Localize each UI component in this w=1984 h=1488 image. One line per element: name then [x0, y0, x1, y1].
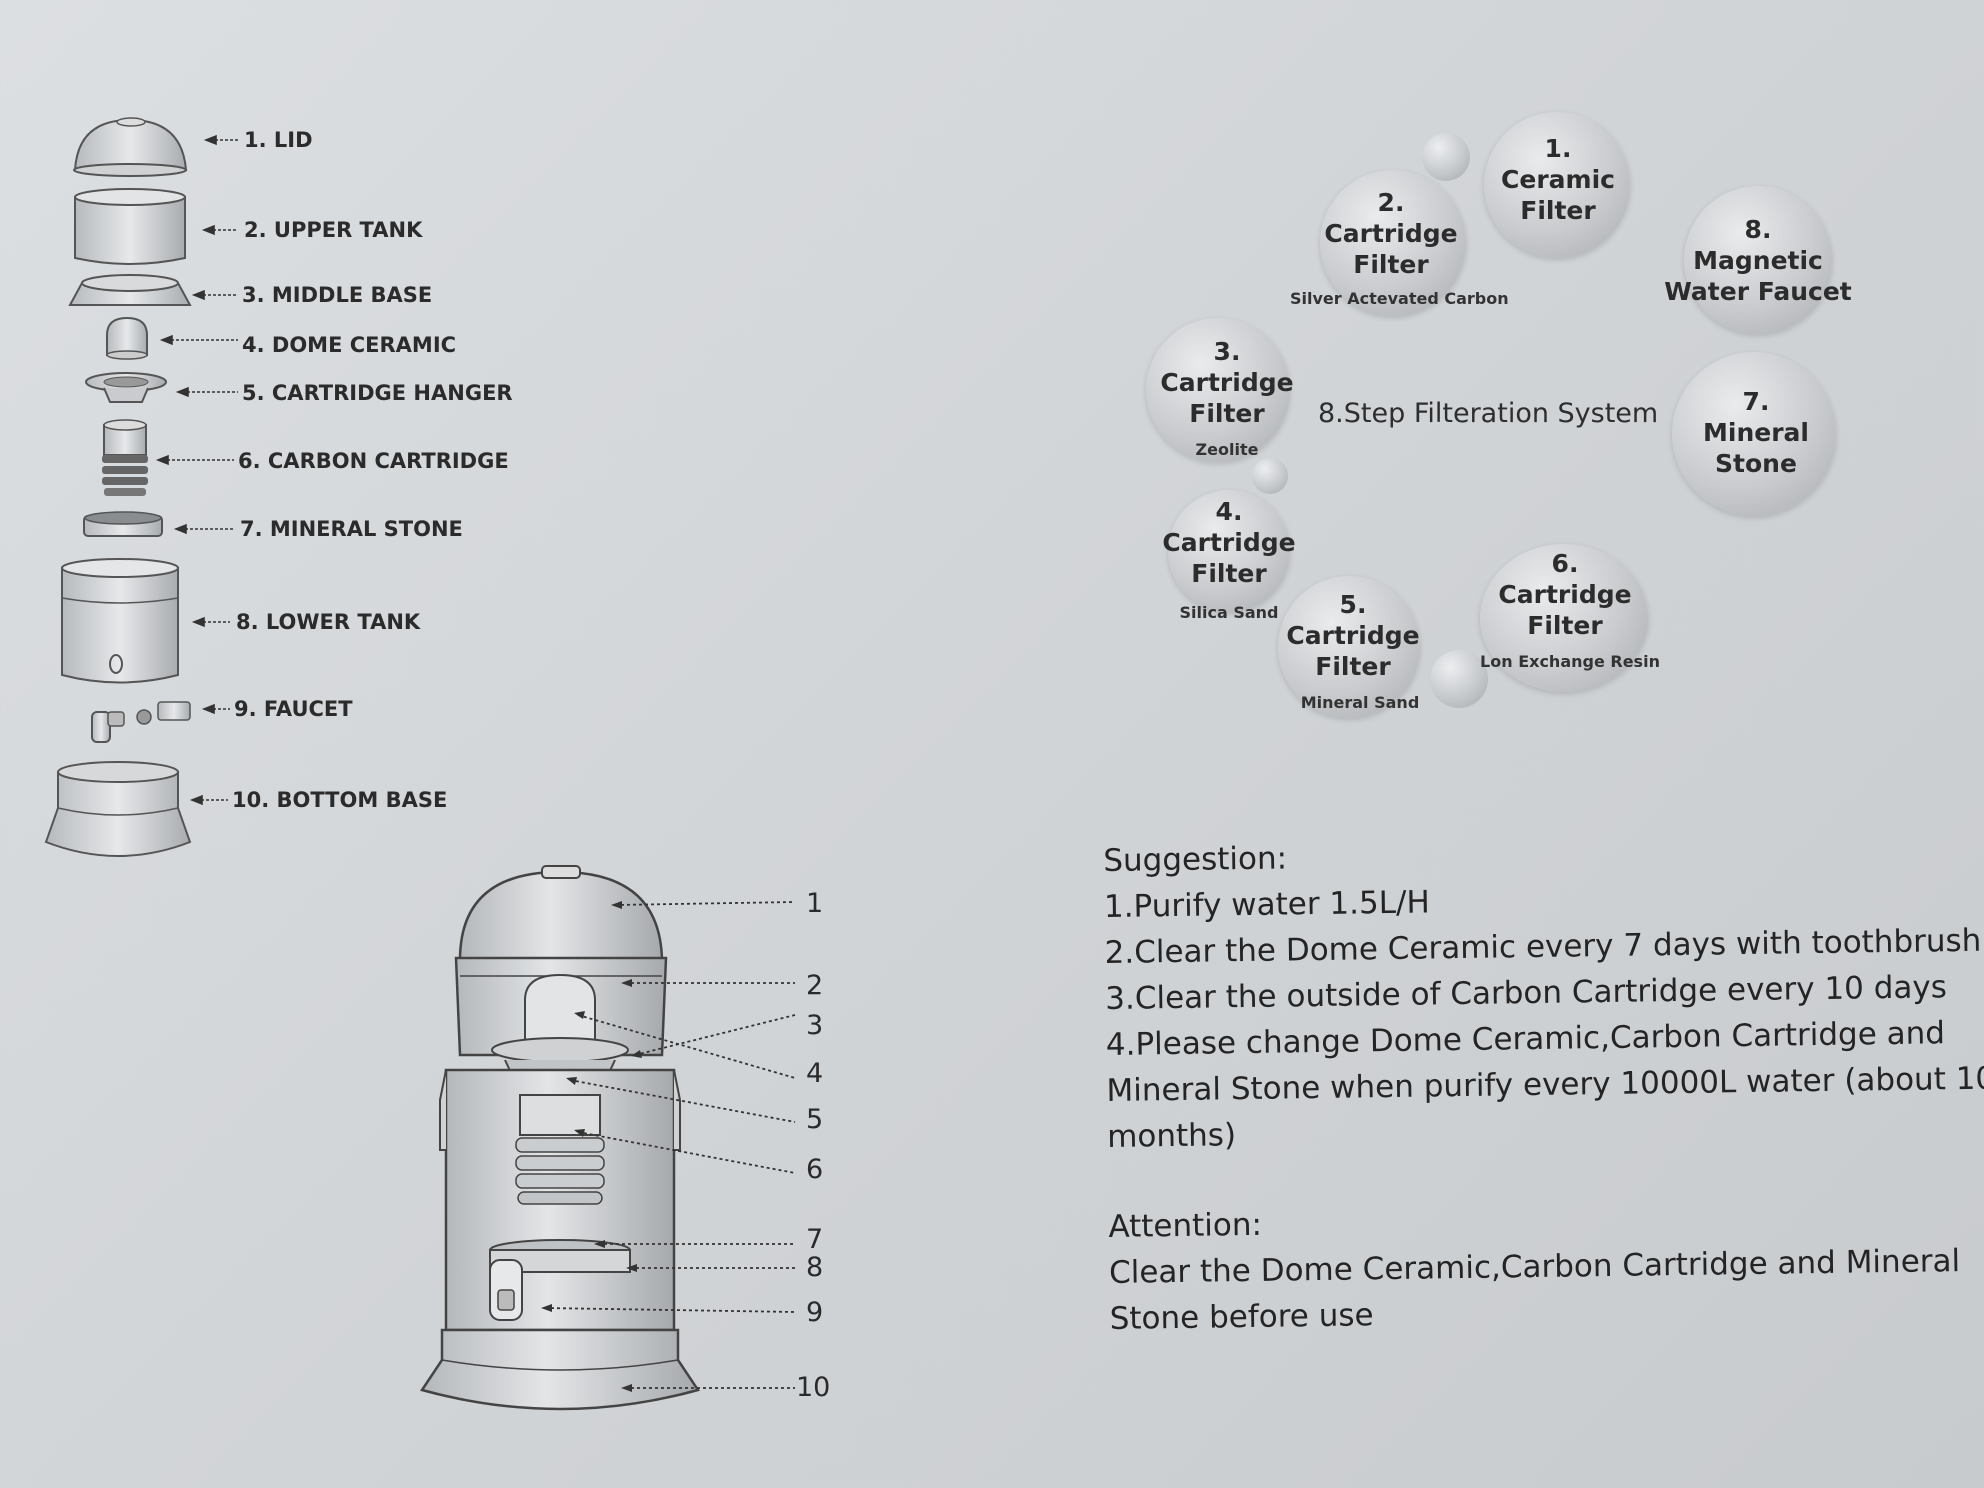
part-label-lower-tank: 8. LOWER TANK	[236, 610, 421, 634]
step-4-text: 4. Cartridge Filter	[1154, 496, 1304, 589]
part-label-dome-ceramic: 4. DOME CERAMIC	[242, 333, 457, 357]
step-3-material: Zeolite	[1195, 440, 1259, 459]
step-3-line1: Cartridge	[1160, 368, 1294, 397]
step-7-text: 7. Mineral Stone	[1676, 386, 1836, 479]
step-5-bubble	[1278, 576, 1420, 718]
accent-dot	[1422, 133, 1470, 181]
step-7-bubble	[1672, 352, 1836, 516]
step-6-material: Lon Exchange Resin	[1480, 652, 1660, 671]
callout-2: 2	[806, 970, 824, 1001]
middle-base-icon	[68, 274, 192, 306]
step-1-line1: Ceramic	[1501, 165, 1615, 194]
step-2-text: 2. Cartridge Filter	[1316, 187, 1466, 280]
callout-4: 4	[806, 1058, 824, 1089]
lid-icon	[73, 117, 188, 177]
carbon-cartridge-icon	[102, 419, 148, 496]
part-label-upper-tank: 2. UPPER TANK	[244, 218, 423, 242]
notes-block: Suggestion: 1.Purify water 1.5L/H 2.Clea…	[1103, 826, 1984, 1342]
step-4-line1: Cartridge	[1162, 528, 1296, 557]
callout-6: 6	[806, 1154, 824, 1185]
step-5-line1: Cartridge	[1286, 621, 1420, 650]
callout-3: 3	[806, 1010, 824, 1041]
callout-8: 8	[806, 1252, 824, 1283]
step-6-text: 6. Cartridge Filter	[1490, 548, 1640, 641]
step-6-line1: Cartridge	[1498, 580, 1632, 609]
part-label-lid: 1. LID	[244, 128, 313, 152]
step-6-line2: Filter	[1527, 611, 1603, 640]
callout-10: 10	[796, 1372, 831, 1403]
faucet-icon	[91, 701, 191, 743]
step-1-number: 1.	[1544, 134, 1572, 163]
mineral-stone-icon	[83, 511, 163, 537]
step-2-line2: Filter	[1353, 250, 1429, 279]
step-4-material: Silica Sand	[1179, 603, 1279, 622]
step-6-bubble	[1480, 544, 1648, 692]
step-2-line1: Cartridge	[1324, 219, 1458, 248]
callout-7: 7	[806, 1224, 824, 1255]
step-7-line2: Stone	[1715, 449, 1797, 478]
step-5-line2: Filter	[1315, 652, 1391, 681]
bottom-base-icon	[44, 761, 192, 857]
step-4-line2: Filter	[1191, 559, 1267, 588]
callout-1: 1	[806, 888, 824, 919]
step-5-text: 5. Cartridge Filter	[1278, 589, 1428, 682]
callout-5: 5	[806, 1104, 824, 1135]
step-2-number: 2.	[1377, 188, 1405, 217]
step-1-bubble	[1484, 112, 1630, 258]
part-label-faucet: 9. FAUCET	[234, 697, 353, 721]
step-4-number: 4.	[1215, 497, 1243, 526]
step-3-number: 3.	[1213, 337, 1241, 366]
accent-dot	[1430, 650, 1488, 708]
step-3-text: 3. Cartridge Filter	[1152, 336, 1302, 429]
step-3-line2: Filter	[1189, 399, 1265, 428]
step-8-text: 8. Magnetic Water Faucet	[1660, 214, 1856, 307]
step-7-line1: Mineral	[1703, 418, 1809, 447]
part-label-bottom-base: 10. BOTTOM BASE	[232, 788, 448, 812]
lower-tank-icon	[61, 558, 179, 684]
assembled-purifier-diagram	[420, 865, 796, 1411]
parts-illustrations	[44, 117, 238, 857]
step-5-number: 5.	[1339, 590, 1367, 619]
step-8-bubble	[1684, 186, 1832, 334]
step-5-material: Mineral Sand	[1300, 693, 1420, 712]
accent-dot	[1252, 458, 1288, 494]
step-8-line1: Magnetic	[1693, 246, 1823, 275]
step-2-bubble	[1320, 170, 1466, 316]
step-4-bubble	[1168, 490, 1290, 612]
step-6-number: 6.	[1551, 549, 1579, 578]
part-label-middle-base: 3. MIDDLE BASE	[242, 283, 433, 307]
step-7-number: 7.	[1742, 387, 1770, 416]
step-3-bubble	[1146, 318, 1290, 462]
parts-arrows	[155, 134, 238, 806]
step-8-number: 8.	[1744, 215, 1772, 244]
step-1-line2: Filter	[1520, 196, 1596, 225]
callout-9: 9	[806, 1297, 824, 1328]
filtration-system-title: 8.Step Filteration System	[1318, 398, 1659, 429]
upper-tank-icon	[74, 188, 186, 265]
cartridge-hanger-icon	[85, 372, 167, 403]
dome-ceramic-icon	[106, 316, 148, 360]
part-label-mineral-stone: 7. MINERAL STONE	[240, 517, 463, 541]
step-1-text: 1. Ceramic Filter	[1484, 133, 1632, 226]
part-label-cartridge-hanger: 5. CARTRIDGE HANGER	[242, 381, 513, 405]
step-8-line2: Water Faucet	[1664, 277, 1852, 306]
step-2-material: Silver Actevated Carbon	[1290, 289, 1509, 308]
part-label-carbon-cartridge: 6. CARBON CARTRIDGE	[238, 449, 509, 473]
